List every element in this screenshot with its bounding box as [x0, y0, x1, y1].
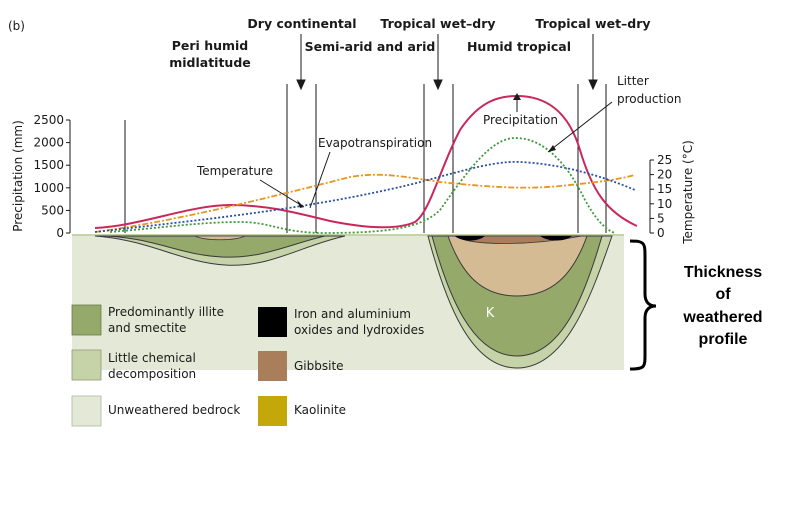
left-axis-label: Precipitation (mm): [11, 120, 25, 232]
right-tick-5: 5: [657, 211, 665, 225]
thickness-line3: weathered: [682, 309, 762, 326]
right-axis: 25 20 15 10 5 0 Temperature (°C): [649, 140, 695, 245]
right-tick-10: 10: [657, 197, 672, 211]
legend-kaolinite: Kaolinite: [294, 403, 346, 417]
thickness-line1: Thickness: [684, 264, 762, 281]
litter-label-line1: Litter: [617, 74, 649, 88]
temperature-pointer-head: [297, 200, 304, 208]
legend-gibbsite: Gibbsite: [294, 359, 344, 373]
zone-tropical-wet-dry-left: Tropical wet–dry: [380, 16, 495, 31]
iron-oxide-lens-right: [540, 236, 572, 241]
left-tick-500: 500: [41, 203, 64, 217]
thickness-line2: of: [715, 286, 731, 303]
evapotranspiration-pointer: [309, 151, 331, 209]
evapotranspiration-label: Evapotranspiration: [318, 136, 432, 150]
evapotranspiration-curve: [94, 160, 636, 233]
zone-dividers: [124, 84, 607, 233]
legend-swatch-kaolinite: [258, 396, 287, 426]
zone-humid-tropical: Humid tropical: [467, 39, 571, 54]
left-tick-1000: 1000: [33, 181, 64, 195]
temperature-label: Temperature: [196, 164, 273, 178]
panel-label: (b): [8, 19, 25, 33]
temperature-pointer: [259, 179, 305, 208]
zone-tropical-wet-dry-right: Tropical wet–dry: [535, 16, 650, 31]
zone-semi-arid: Semi-arid and arid: [305, 39, 436, 54]
thickness-line4: profile: [699, 331, 748, 348]
thickness-brace: [629, 239, 657, 371]
legend-illite-line2: and smectite: [108, 321, 186, 335]
litter-pointer-head: [548, 145, 556, 152]
zone-peri-humid-line1: Peri humid: [172, 38, 249, 53]
left-tick-0: 0: [56, 226, 64, 240]
right-tick-0: 0: [657, 226, 665, 240]
litter-pointer: [547, 101, 613, 153]
temperature-curve: [94, 173, 636, 233]
legend-swatch-little: [71, 349, 102, 381]
legend-iron-line1: Iron and aluminium: [294, 307, 411, 321]
zone-peri-humid-line2: midlatitude: [169, 55, 251, 70]
legend-swatch-bedrock: [71, 395, 102, 427]
left-tick-2000: 2000: [33, 136, 64, 150]
legend: Predominantly illite and smectite Little…: [71, 304, 424, 427]
precipitation-pointer-head: [513, 93, 521, 100]
zone-arrows: [296, 34, 598, 91]
left-axis: 2500 2000 1500 1000 500 0 Precipitation …: [11, 113, 71, 240]
legend-swatch-iron: [258, 307, 287, 337]
left-profile-gibbsite: [194, 235, 246, 241]
litter-production-curve: [109, 137, 616, 234]
right-axis-label: Temperature (°C): [681, 140, 695, 245]
right-tick-25: 25: [657, 153, 672, 167]
legend-little-line2: decomposition: [108, 367, 196, 381]
right-tick-20: 20: [657, 168, 672, 182]
litter-label-line2: production: [617, 92, 681, 106]
left-tick-1500: 1500: [33, 158, 64, 172]
precipitation-curve: [94, 94, 638, 229]
legend-illite-line1: Predominantly illite: [108, 305, 224, 319]
right-tick-15: 15: [657, 182, 672, 196]
legend-iron-line2: oxides and lydroxides: [294, 323, 424, 337]
legend-little-line1: Little chemical: [108, 351, 196, 365]
left-profile-illite: [104, 235, 326, 258]
zone-dry-continental: Dry continental: [247, 16, 356, 31]
legend-bedrock: Unweathered bedrock: [108, 403, 240, 417]
kaolinite-letter: K: [486, 306, 495, 321]
iron-oxide-lens-left: [455, 236, 485, 241]
legend-swatch-gibbsite: [258, 351, 287, 381]
precipitation-label: Precipitation: [483, 113, 558, 127]
legend-swatch-illite: [71, 304, 102, 336]
left-tick-2500: 2500: [33, 113, 64, 127]
right-profile-gibbsite: [447, 235, 588, 297]
